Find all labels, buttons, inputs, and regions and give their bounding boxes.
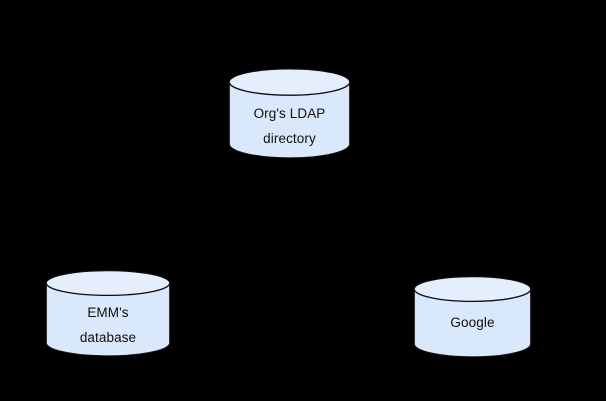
node-emm-database[interactable]: EMM's database <box>45 270 171 356</box>
node-ldap-directory[interactable]: Org's LDAP directory <box>228 68 351 158</box>
node-google[interactable]: Google <box>413 276 532 357</box>
cylinder-shape-icon <box>413 276 532 357</box>
cylinder-shape-icon <box>45 270 171 356</box>
cylinder-shape-icon <box>228 68 351 158</box>
